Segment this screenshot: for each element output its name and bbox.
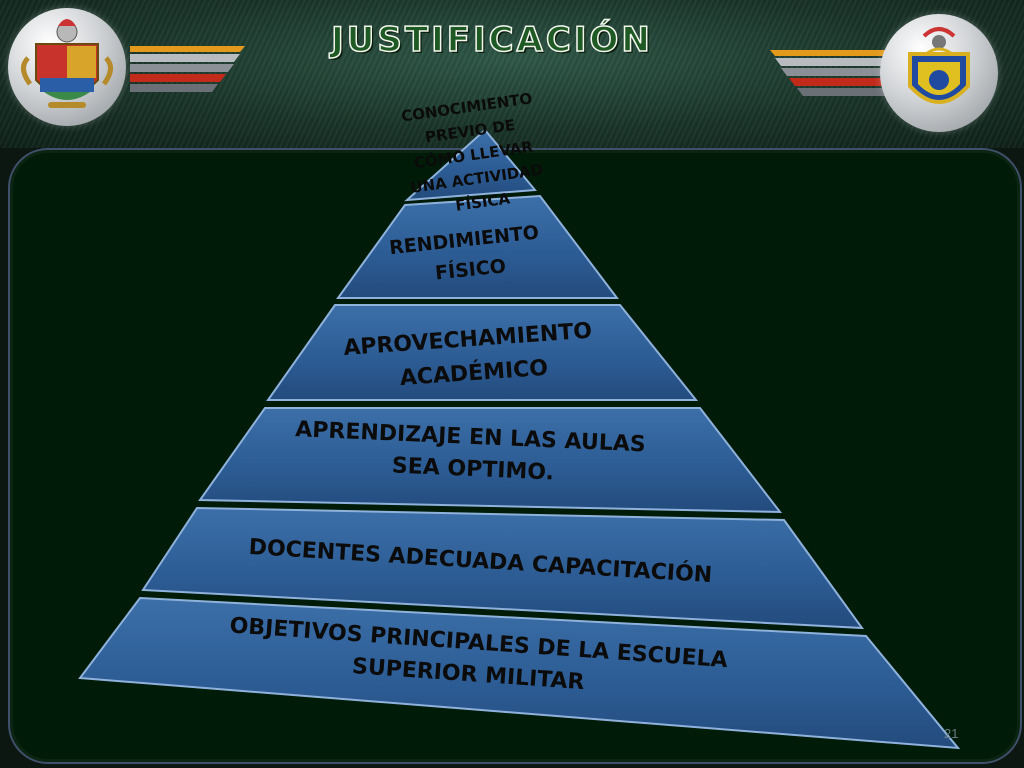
page-number: 21 <box>944 726 959 741</box>
pyramid-level-1-band <box>404 128 538 202</box>
right-school-shield-emblem <box>880 14 998 132</box>
pyramid-level-3-band <box>266 304 699 401</box>
pyramid-level-2-band <box>336 194 620 299</box>
pyramid-bands <box>78 128 961 750</box>
left-stripes-decoration <box>130 46 245 92</box>
slide-title: JUSTIFICACIÓN <box>330 19 653 61</box>
header-banner: JUSTIFICACIÓN <box>0 0 1024 148</box>
pyramid-level-5-band <box>141 506 865 630</box>
left-coat-of-arms-emblem <box>8 8 126 126</box>
pyramid-level-4-band <box>198 407 783 514</box>
pyramid-level-6-band <box>78 596 961 750</box>
right-stripes-decoration <box>770 50 885 96</box>
